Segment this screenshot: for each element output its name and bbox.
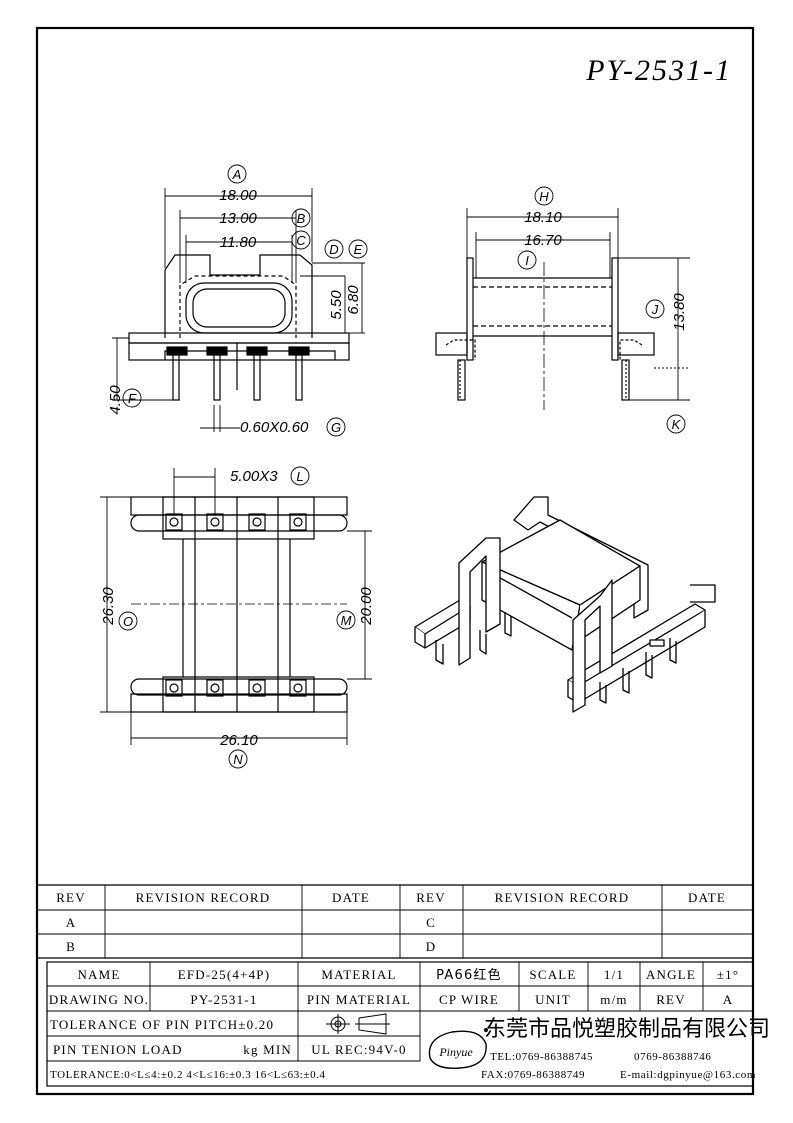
bottom-view-dimension-text: 5.00X3 L 26.30 O M 20.00 26.10 N (100, 466, 375, 769)
drawing-no-label: DRAWING NO. (49, 992, 149, 1007)
dim-i-marker: I (525, 253, 529, 268)
dim-n-value: 26.10 (219, 732, 258, 749)
dim-k-marker: K (672, 417, 682, 432)
revision-record-header-1: REVISION RECORD (136, 890, 271, 905)
drawing-number: PY-2531-1 (585, 54, 732, 87)
dim-e-marker: E (354, 242, 363, 257)
date-header-1: DATE (332, 890, 370, 905)
logo-text: Pinyue (438, 1045, 473, 1059)
tel: TEL:0769-86388745 (490, 1051, 593, 1063)
dim-d-value: 5.50 (328, 290, 345, 320)
rev-row-a: A (66, 915, 77, 930)
rev-header-1: REV (56, 890, 86, 905)
dim-l-value: 5.00X3 (230, 468, 278, 485)
dim-b-value: 13.00 (219, 210, 257, 227)
ul-rec: UL REC:94V-0 (311, 1042, 406, 1057)
dim-n-marker: N (233, 752, 243, 767)
projection-symbol-icon (326, 1013, 390, 1035)
dim-j-marker: J (651, 302, 659, 317)
angle-value: ±1° (717, 967, 739, 982)
scale-label: SCALE (529, 967, 576, 982)
pin-tension-label: PIN TENION LOAD (53, 1042, 183, 1057)
front-view (128, 254, 350, 401)
title-block-text: NAME EFD-25(4+4P) MATERIAL PA66红色 SCALE … (49, 967, 770, 1081)
rev-row-b: B (66, 939, 76, 954)
bottom-view-dimensions (100, 468, 372, 745)
name-value: EFD-25(4+4P) (178, 967, 271, 982)
dim-o-value: 26.30 (100, 587, 117, 626)
dim-m-value: 20.00 (358, 587, 375, 626)
unit-value: m/m (600, 992, 627, 1007)
tel-2: 0769-86388746 (634, 1051, 711, 1063)
dim-f-marker: F (128, 391, 137, 406)
bottom-view (130, 496, 348, 713)
date-header-2: DATE (688, 890, 726, 905)
side-view-dimensions (466, 208, 690, 401)
rev-row-d: D (426, 939, 437, 954)
side-view (435, 257, 655, 410)
dim-l-marker: L (296, 469, 303, 484)
dim-h-value: 18.10 (524, 209, 562, 226)
material-label: MATERIAL (321, 967, 396, 982)
angle-label: ANGLE (646, 967, 696, 982)
dim-c-value: 11.80 (220, 234, 257, 251)
dim-i-value: 16.70 (524, 232, 562, 249)
dim-a-marker: A (232, 167, 242, 182)
dim-d-marker: D (329, 242, 338, 257)
rev-label: REV (656, 992, 686, 1007)
dim-e-value: 6.80 (345, 285, 362, 315)
pin-holes (165, 513, 307, 697)
dim-g-value: 0.60X0.60 (240, 419, 309, 436)
front-view-dimension-text: A 18.00 B 13.00 C 11.80 D E 5.50 6.80 4.… (107, 164, 368, 437)
front-view-dimensions (112, 188, 365, 432)
revision-table (37, 884, 753, 959)
tolerance-note: TOLERANCE:0<L≤4:±0.2 4<L≤16:±0.3 16<L≤63… (50, 1069, 326, 1081)
fax: FAX:0769-86388749 (481, 1069, 585, 1081)
company-name: 东莞市品悦塑胶制品有限公司 (484, 1017, 770, 1042)
rev-header-2: REV (416, 890, 446, 905)
dim-b-marker: B (297, 211, 306, 226)
email: E-mail:dgpinyue@163.com (620, 1069, 756, 1081)
isometric-view (414, 496, 716, 713)
sheet-border (35, 26, 755, 1096)
dim-g-marker: G (331, 420, 341, 435)
dim-o-marker: O (123, 614, 133, 629)
material-value: PA66红色 (436, 967, 502, 983)
drawing-no-value: PY-2531-1 (190, 992, 257, 1007)
pinyue-logo: Pinyue (428, 1028, 488, 1069)
dim-j-value: 13.80 (671, 293, 688, 331)
dim-f-value: 4.50 (107, 385, 124, 415)
dim-m-marker: M (341, 613, 352, 628)
rev-value: A (723, 992, 734, 1007)
dim-a-value: 18.00 (219, 187, 257, 204)
side-view-dimension-text: H 18.10 16.70 I J 13.80 K (517, 186, 688, 434)
rev-row-c: C (426, 915, 436, 930)
revision-record-header-2: REVISION RECORD (495, 890, 630, 905)
pin-material-label: PIN MATERIAL (307, 992, 411, 1007)
pin-tension-unit: kg MIN (243, 1042, 292, 1057)
tolerance-pitch: TOLERANCE OF PIN PITCH±0.20 (50, 1017, 274, 1032)
scale-value: 1/1 (604, 967, 624, 982)
revision-table-text: REV REVISION RECORD DATE REV REVISION RE… (56, 890, 726, 954)
unit-label: UNIT (535, 992, 571, 1007)
dim-c-marker: C (296, 233, 306, 248)
title-block (46, 961, 754, 1087)
dim-h-marker: H (539, 189, 549, 204)
name-label: NAME (77, 967, 120, 982)
pin-material-value: CP WIRE (439, 992, 499, 1007)
